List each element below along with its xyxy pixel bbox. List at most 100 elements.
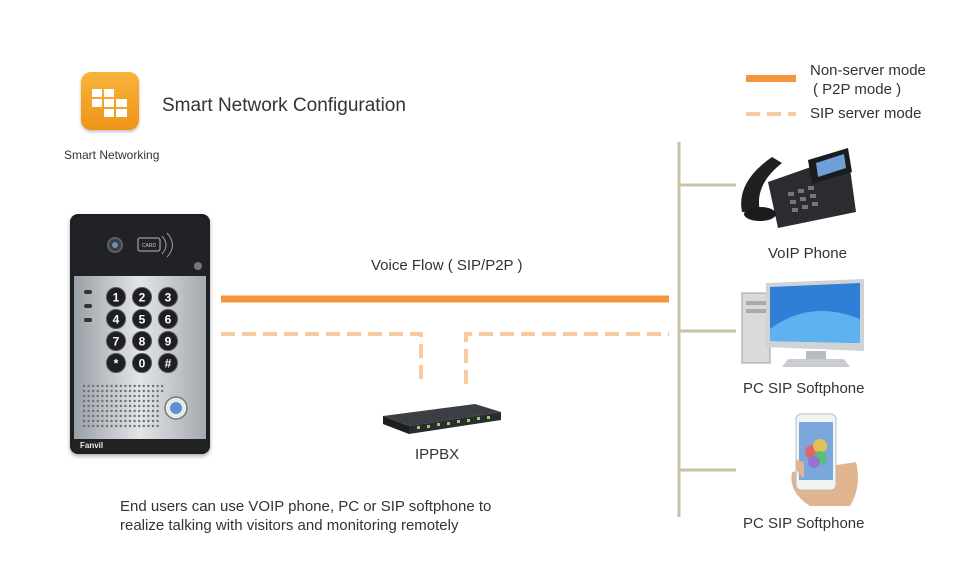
speaker-hole — [110, 414, 113, 418]
speaker-hole — [128, 389, 132, 393]
speaker-hole — [142, 399, 145, 403]
speaker-hole — [133, 419, 136, 423]
speaker-hole — [82, 384, 86, 388]
speaker-grille — [82, 384, 164, 428]
speaker-hole — [92, 399, 95, 403]
keypad-key-label: 5 — [139, 313, 146, 327]
speaker-hole — [96, 409, 99, 413]
speaker-hole — [128, 419, 132, 423]
keypad-key — [158, 309, 178, 329]
speaker-hole — [105, 394, 109, 398]
speaker-hole — [151, 404, 155, 408]
speaker-hole — [105, 414, 109, 418]
legend-solid-sublabel: ( P2P mode ) — [813, 81, 902, 98]
speaker-hole — [138, 409, 141, 413]
speaker-hole — [92, 384, 95, 388]
speaker-hole — [124, 384, 127, 388]
speaker-hole — [133, 404, 136, 408]
speaker-hole — [151, 409, 155, 413]
speaker-hole — [124, 409, 127, 413]
speaker-hole — [87, 389, 90, 393]
speaker-hole — [105, 404, 109, 408]
keypad-key-label: 6 — [165, 313, 172, 327]
smartphone-endpoint — [784, 412, 862, 508]
speaker-hole — [119, 399, 122, 403]
speaker-hole — [82, 414, 86, 418]
speaker-hole — [101, 399, 104, 403]
speaker-hole — [110, 389, 113, 393]
speaker-hole — [128, 384, 132, 388]
speaker-hole — [82, 394, 86, 398]
speaker-hole — [96, 419, 99, 423]
legend-solid-label: Non-server mode — [810, 62, 926, 79]
speaker-hole — [82, 399, 86, 403]
speaker-hole — [138, 399, 141, 403]
speaker-hole — [119, 394, 122, 398]
speaker-hole — [101, 409, 104, 413]
ippbx-icon — [383, 404, 501, 434]
speaker-hole — [101, 404, 104, 408]
speaker-hole — [87, 399, 90, 403]
speaker-hole — [124, 404, 127, 408]
speaker-hole — [115, 394, 118, 398]
sip-dashed-path-left — [221, 332, 423, 384]
speaker-hole — [147, 404, 150, 408]
speaker-hole — [119, 409, 122, 413]
speaker-hole — [96, 394, 99, 398]
speaker-hole — [128, 404, 132, 408]
speaker-hole — [82, 409, 86, 413]
speaker-hole — [151, 389, 155, 393]
footer-line-1: End users can use VOIP phone, PC or SIP … — [120, 498, 492, 515]
card-text: CARD — [142, 243, 157, 249]
speaker-hole — [92, 409, 95, 413]
speaker-hole — [161, 389, 164, 393]
speaker-hole — [138, 419, 141, 423]
keypad-key — [132, 309, 152, 329]
status-led — [84, 304, 92, 308]
desktop-pc-endpoint — [740, 279, 868, 369]
speaker-hole — [92, 419, 95, 423]
speaker-hole — [133, 414, 136, 418]
speaker-hole — [151, 394, 155, 398]
speaker-hole — [156, 404, 159, 408]
speaker-hole — [87, 409, 90, 413]
speaker-hole — [138, 414, 141, 418]
keypad-key — [106, 287, 126, 307]
voice-flow-label: Voice Flow ( SIP/P2P ) — [371, 257, 523, 274]
speaker-hole — [101, 389, 104, 393]
speaker-hole — [147, 419, 150, 423]
speaker-hole — [138, 394, 141, 398]
speaker-hole — [101, 384, 104, 388]
speaker-hole — [142, 414, 145, 418]
speaker-hole — [87, 404, 90, 408]
speaker-hole — [105, 424, 109, 428]
speaker-hole — [147, 409, 150, 413]
legend-dashed-label: SIP server mode — [810, 105, 922, 122]
speaker-hole — [92, 424, 95, 428]
speaker-hole — [142, 409, 145, 413]
page-title: Smart Network Configuration — [162, 95, 406, 116]
speaker-hole — [92, 394, 95, 398]
speaker-hole — [147, 394, 150, 398]
speaker-hole — [110, 384, 113, 388]
smartphone-icon — [791, 413, 858, 506]
speaker-hole — [105, 419, 109, 423]
keypad-key — [106, 353, 126, 373]
speaker-hole — [147, 424, 150, 428]
keypad-key-label: 0 — [139, 357, 146, 371]
speaker-hole — [124, 424, 127, 428]
speaker-hole — [87, 419, 90, 423]
speaker-hole — [124, 419, 127, 423]
speaker-hole — [142, 404, 145, 408]
keypad-key-label: # — [165, 357, 172, 371]
brand-logo: Fanvil — [80, 441, 103, 450]
speaker-hole — [147, 414, 150, 418]
speaker-hole — [115, 404, 118, 408]
speaker-hole — [128, 409, 132, 413]
speaker-hole — [156, 419, 159, 423]
speaker-hole — [115, 389, 118, 393]
speaker-hole — [105, 384, 109, 388]
speaker-hole — [128, 399, 132, 403]
speaker-hole — [138, 424, 141, 428]
